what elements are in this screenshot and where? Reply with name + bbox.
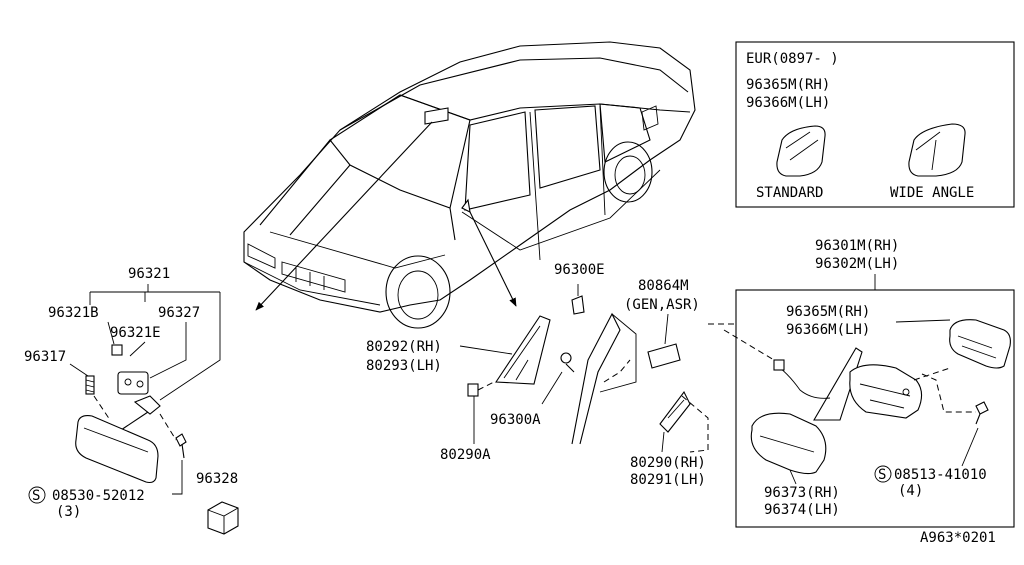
- part-80864m-note: (GEN,ASR): [624, 297, 700, 313]
- inset-part-rh: 96365M(RH): [746, 77, 830, 93]
- label-standard: STANDARD: [756, 185, 823, 201]
- outer-mirror-icon: [750, 412, 827, 475]
- part-96321e: 96321E: [110, 325, 161, 341]
- outer-mirror-frame: [735, 289, 1015, 528]
- glass-icon: [776, 125, 826, 177]
- clip-icon: [111, 344, 149, 395]
- part-80290: 80290(RH): [630, 455, 706, 471]
- diagram-code: A963*0201: [920, 530, 996, 546]
- part-96373: 96373(RH): [764, 485, 840, 501]
- inset-frame: [735, 41, 1015, 208]
- label-wide-angle: WIDE ANGLE: [890, 185, 974, 201]
- part-96374: 96374(LH): [764, 502, 840, 518]
- screw-symbol: S: [32, 488, 40, 504]
- part-80293: 80293(LH): [366, 358, 442, 374]
- part-96327: 96327: [158, 305, 200, 321]
- part-80292: 80292(RH): [366, 339, 442, 355]
- part-96301m: 96301M(RH): [815, 238, 899, 254]
- part-96317: 96317: [24, 349, 66, 365]
- part-96302m: 96302M(LH): [815, 256, 899, 272]
- door-corner-piece: [659, 390, 691, 433]
- screw-icon: [85, 375, 95, 395]
- screw-icon: [975, 401, 989, 425]
- screw-icon: [175, 433, 187, 459]
- part-96321b: 96321B: [48, 305, 99, 321]
- part-96300e: 96300E: [554, 262, 605, 278]
- part-96365m: 96365M(RH): [786, 304, 870, 320]
- part-96366m: 96366M(LH): [786, 322, 870, 338]
- outer-mirror-icon: [773, 347, 923, 421]
- part-08530-qty: (3): [56, 504, 81, 520]
- inset-part-lh: 96366M(LH): [746, 95, 830, 111]
- clip-icon: [467, 381, 495, 397]
- car-icon: [243, 41, 696, 329]
- part-08513-qty: (4): [898, 483, 923, 499]
- part-08513: 08513-41010: [894, 467, 987, 483]
- clip-icon: [207, 501, 239, 535]
- part-80864m: 80864M: [638, 278, 689, 294]
- part-96321: 96321: [128, 266, 170, 282]
- part-08530: 08530-52012: [52, 488, 145, 504]
- part-80290a: 80290A: [440, 447, 491, 463]
- inner-mirror-icon: [75, 395, 161, 484]
- glass-icon: [949, 319, 1011, 369]
- inset-heading: EUR(0897- ): [746, 51, 839, 67]
- sensor-block: [647, 343, 681, 369]
- part-96328: 96328: [196, 471, 238, 487]
- screw-symbol-outer: S: [878, 467, 886, 483]
- glass-icon: [908, 123, 966, 177]
- part-80291: 80291(LH): [630, 472, 706, 488]
- clip-icon: [571, 284, 585, 315]
- screw-icon: [560, 352, 575, 373]
- part-96300a: 96300A: [490, 412, 541, 428]
